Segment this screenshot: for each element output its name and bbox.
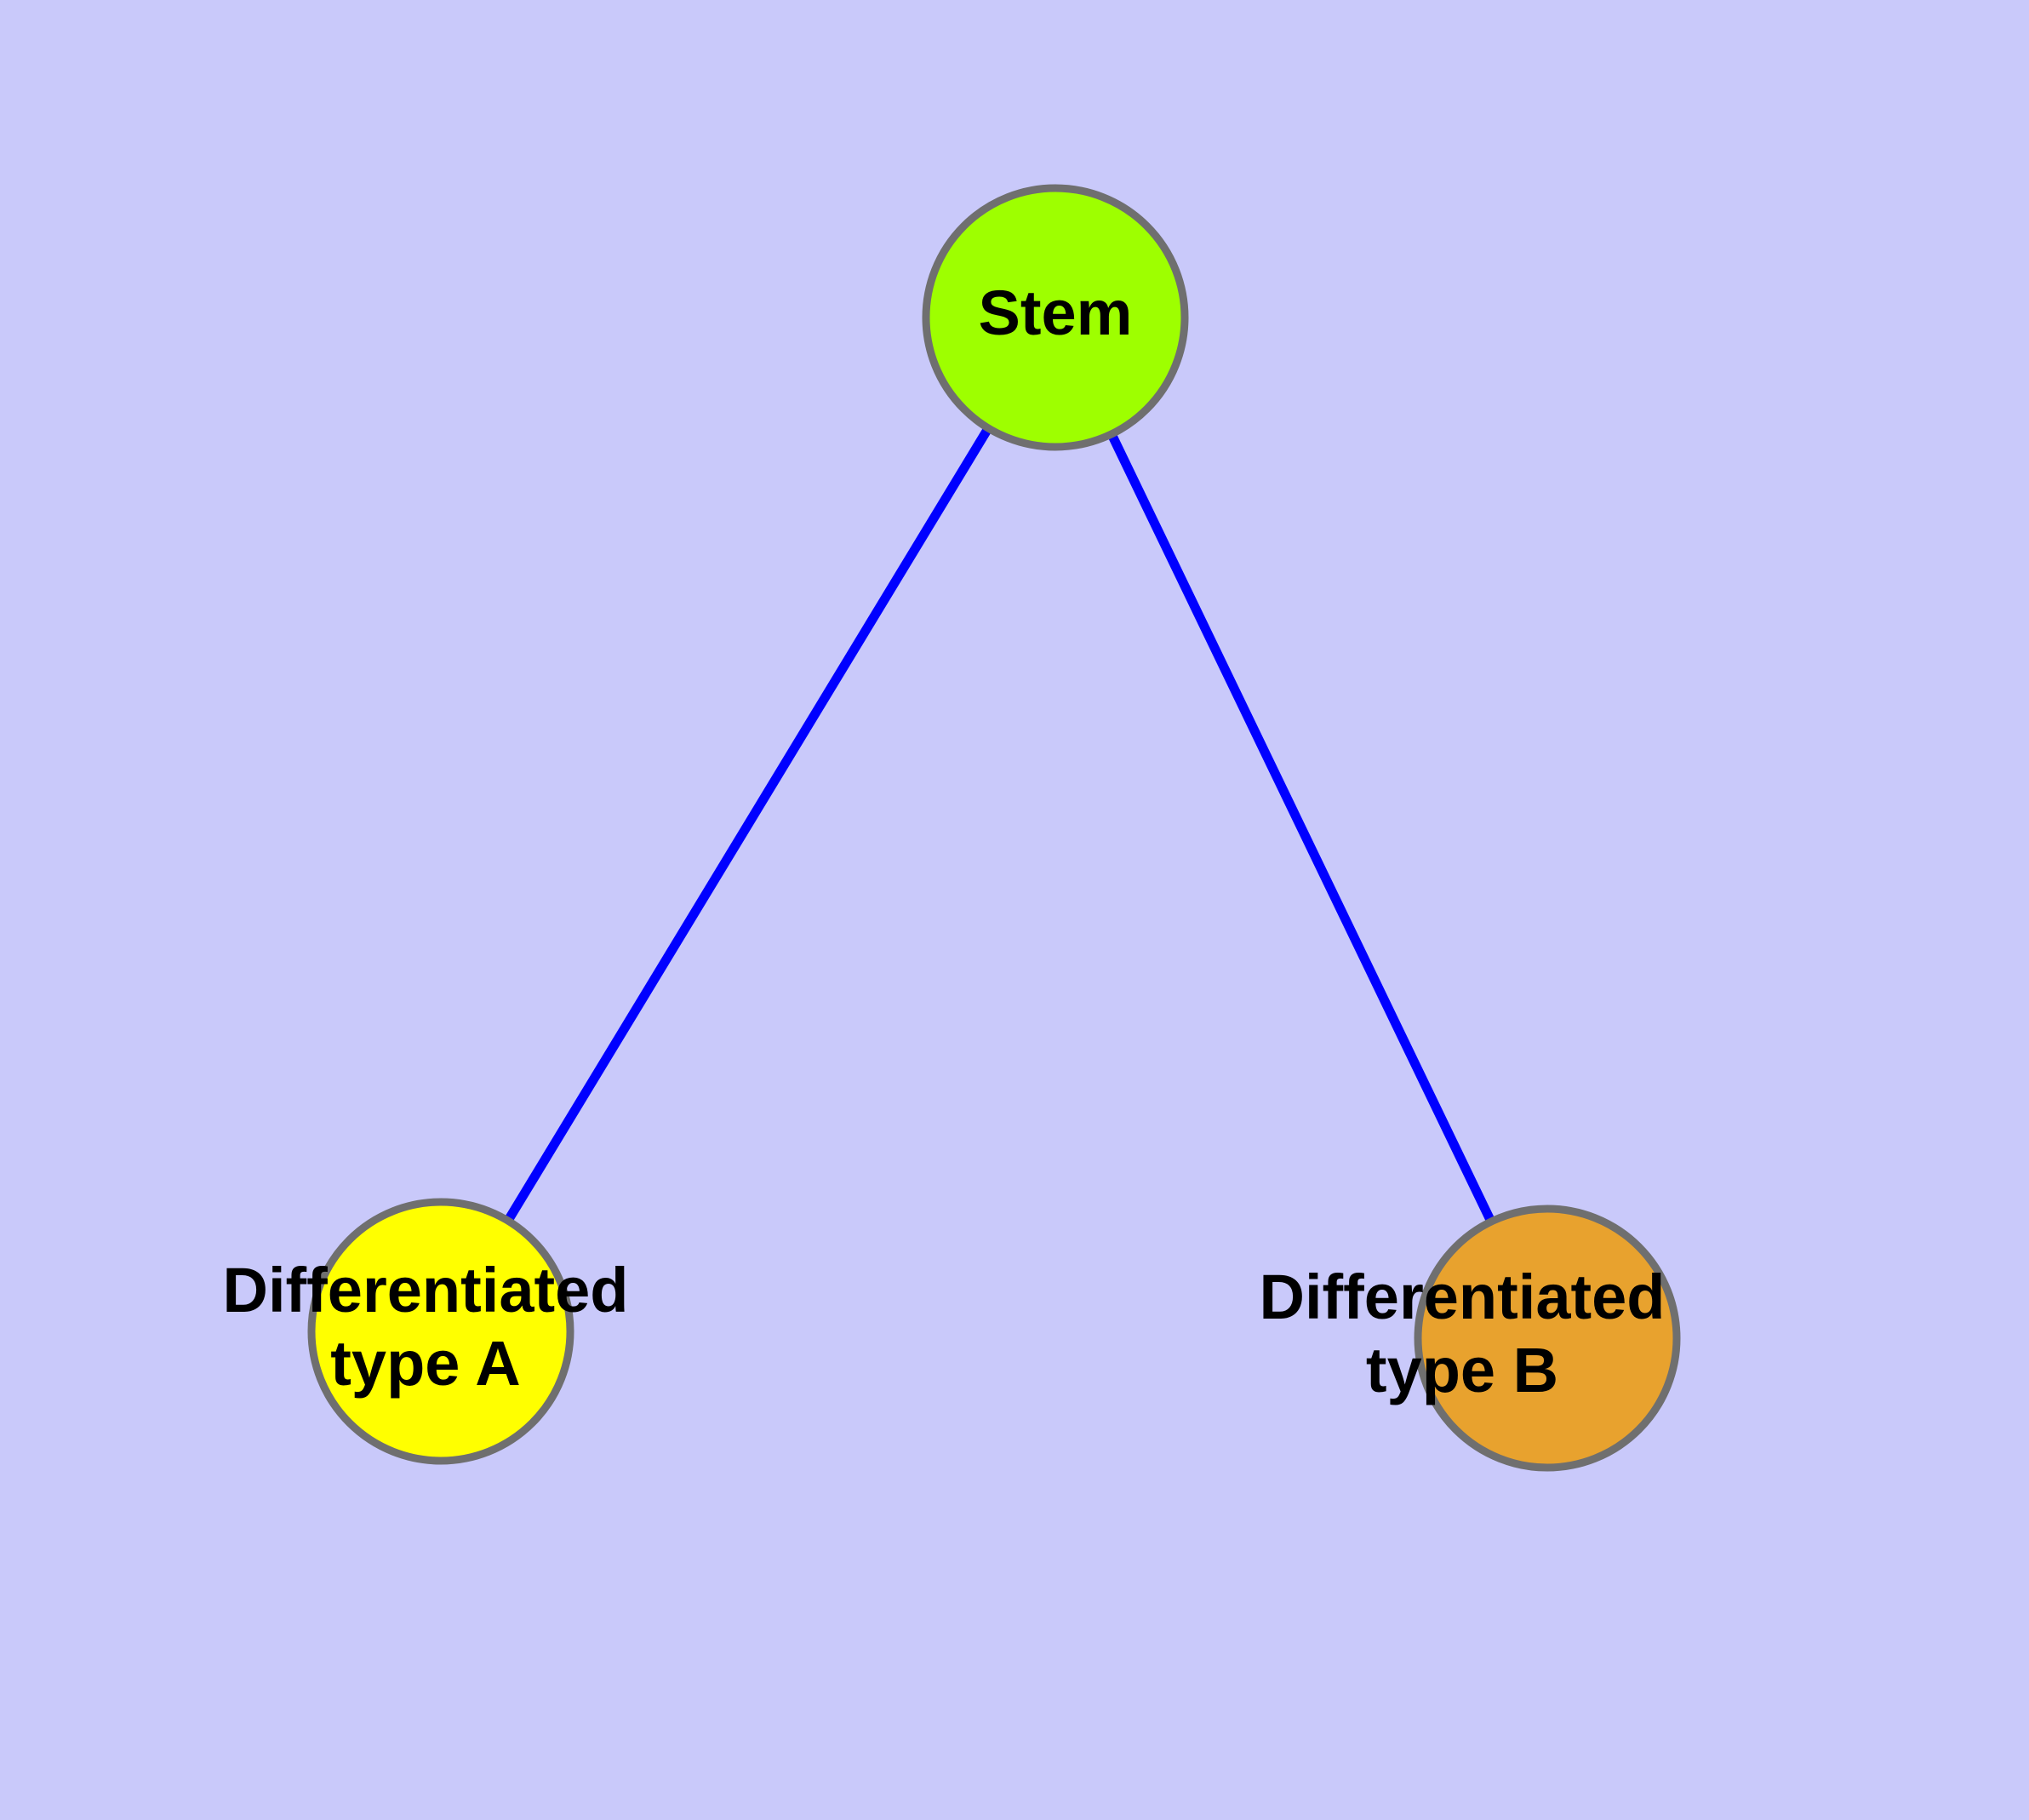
node-differentiated-type-a-circle[interactable] bbox=[307, 1198, 574, 1465]
node-differentiated-type-b-circle[interactable] bbox=[1414, 1205, 1681, 1472]
edge-stem-to-differentiated-type-a[interactable] bbox=[437, 315, 1060, 1334]
node-stem-label: Stem bbox=[979, 278, 1133, 348]
node-label-line: Differentiated bbox=[223, 1255, 629, 1325]
edge-stem-to-differentiated-type-b[interactable] bbox=[1051, 315, 1552, 1341]
node-label-line: type B bbox=[1366, 1335, 1558, 1405]
edge-layer bbox=[437, 315, 1552, 1341]
node-label-line: Stem bbox=[979, 278, 1133, 348]
node-label-line: type A bbox=[330, 1328, 520, 1399]
node-stem[interactable]: Stem bbox=[922, 184, 1189, 451]
node-label-line: Differentiated bbox=[1260, 1262, 1666, 1332]
node-stem-circle[interactable] bbox=[922, 184, 1189, 451]
